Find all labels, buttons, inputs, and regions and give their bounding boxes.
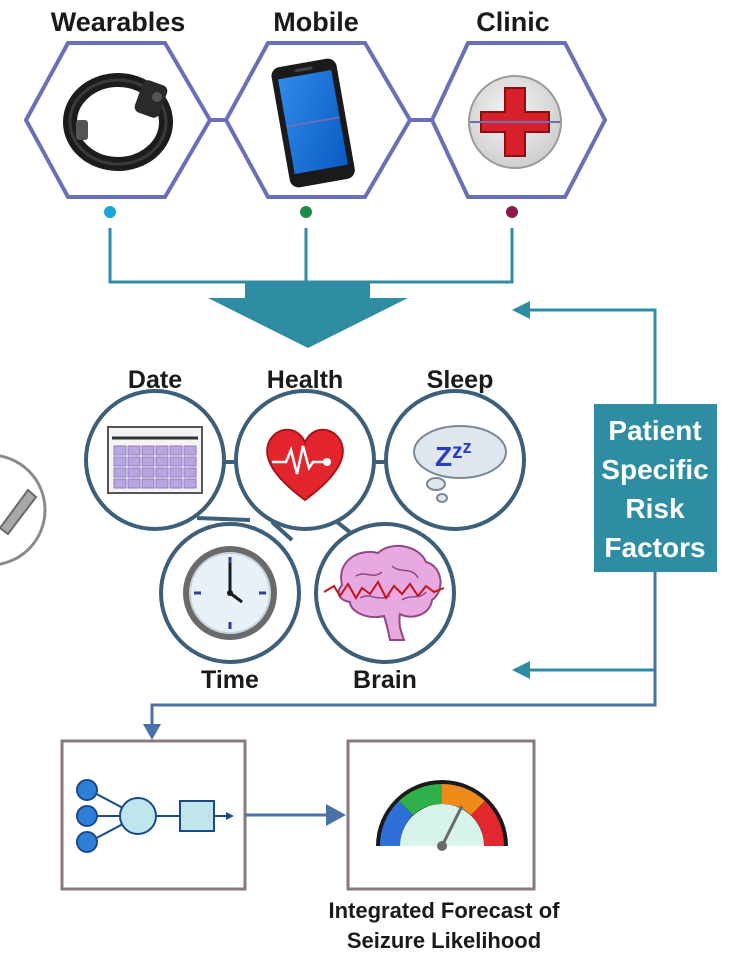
source-connectors bbox=[104, 206, 518, 284]
model-to-gauge-arrow bbox=[326, 804, 346, 826]
svg-text:Zzz: Zzz bbox=[435, 437, 472, 472]
forecast-title-line-1: Integrated Forecast of bbox=[328, 898, 560, 923]
factor-label-health: Health bbox=[267, 366, 343, 394]
brain-icon bbox=[323, 545, 445, 641]
calendar-icon bbox=[107, 426, 203, 494]
factor-label-date: Date bbox=[128, 366, 182, 394]
heart-icon bbox=[266, 428, 344, 502]
source-label-mobile: Mobile bbox=[273, 7, 359, 37]
risk-line-2: Specific bbox=[601, 454, 708, 485]
model-feed-arrow bbox=[143, 724, 161, 740]
risk-line-1: Patient bbox=[608, 415, 701, 446]
sleep-z-3: z bbox=[463, 437, 472, 457]
sleep-z-1: Z bbox=[435, 441, 452, 472]
partial-key-circle bbox=[0, 454, 47, 566]
medical-cross-icon bbox=[468, 75, 562, 169]
forecast-title-line-2: Seizure Likelihood bbox=[347, 928, 541, 953]
network-icon bbox=[76, 779, 234, 853]
risk-arrow-bottom bbox=[512, 661, 530, 679]
factor-label-brain: Brain bbox=[353, 666, 417, 694]
source-label-clinic: Clinic bbox=[476, 7, 550, 37]
gauge-icon bbox=[376, 780, 508, 851]
merge-down-arrow bbox=[208, 282, 408, 348]
factor-label-time: Time bbox=[201, 666, 259, 694]
wearables-dot bbox=[104, 206, 116, 218]
factor-label-sleep: Sleep bbox=[427, 366, 494, 394]
clinic-dot bbox=[506, 206, 518, 218]
smartwatch-icon bbox=[63, 73, 173, 171]
clock-icon bbox=[183, 546, 277, 640]
risk-line-3: Risk bbox=[625, 493, 685, 524]
mobile-dot bbox=[300, 206, 312, 218]
risk-arrow-top bbox=[512, 301, 530, 319]
model-feed-line bbox=[150, 572, 657, 728]
sleep-z-2: z bbox=[452, 440, 463, 463]
sleep-bubble-icon: Zzz bbox=[413, 425, 507, 503]
source-label-wearables: Wearables bbox=[51, 7, 186, 37]
hexagon-wearables bbox=[23, 41, 213, 199]
risk-factors-box bbox=[594, 404, 717, 572]
smartphone-icon bbox=[271, 58, 355, 188]
risk-line-4: Factors bbox=[604, 532, 705, 563]
source-hexagons bbox=[23, 41, 608, 199]
